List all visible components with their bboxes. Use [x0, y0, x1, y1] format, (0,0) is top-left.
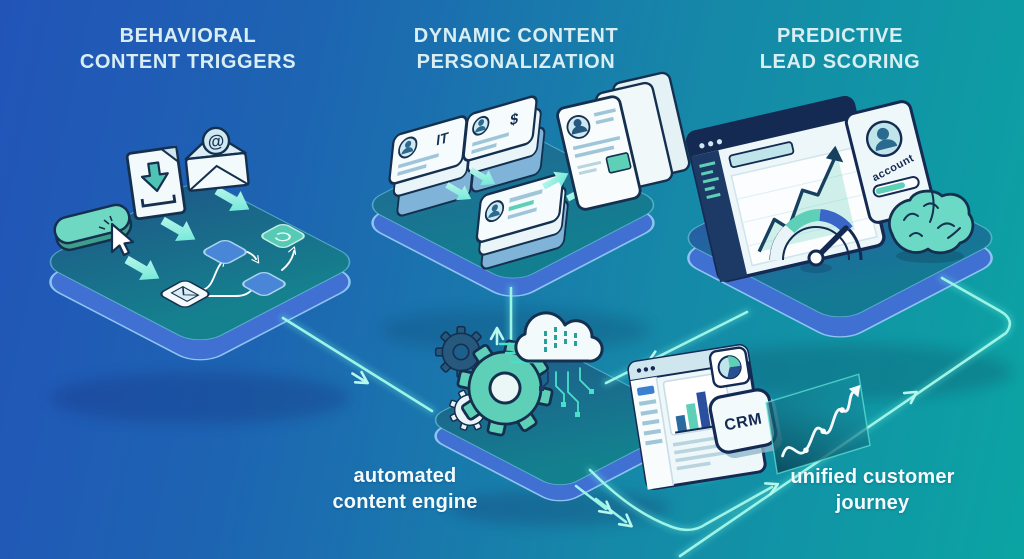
workflow-automation-icon — [261, 223, 305, 249]
link-journey-to-scoring — [678, 276, 1012, 558]
unified-journey-group: CRM — [627, 344, 871, 490]
title-dynamic-content-personalization: DYNAMIC CONTENT PERSONALIZATION — [366, 23, 666, 76]
lead-scoring-group: account — [685, 95, 975, 283]
at-symbol: @ — [207, 131, 225, 152]
profile-card-stack-icon: IT — [388, 115, 476, 217]
cursor-icon — [98, 215, 135, 257]
title-line: LEAD SCORING — [759, 51, 921, 74]
caption-line: automated — [353, 465, 457, 487]
content-cards-icon — [556, 71, 691, 211]
title-behavioral-content-triggers: BEHAVIORAL CONTENT TRIGGERS — [38, 23, 338, 76]
title-line: PERSONALIZATION — [416, 51, 616, 74]
gear-icon — [456, 339, 554, 437]
link-triggers-to-engine — [281, 316, 434, 413]
content-engine-group — [434, 311, 604, 437]
title-line: CONTENT TRIGGERS — [79, 51, 297, 74]
brain-icon — [888, 189, 975, 263]
caption-automated-content-engine: automated content engine — [300, 463, 510, 516]
workflow-node-icon — [242, 271, 286, 297]
workflow-node-icon — [203, 239, 247, 265]
link-engine-to-journey — [588, 468, 774, 532]
persona-card-icon — [475, 172, 569, 270]
cloud-icon — [514, 311, 604, 363]
caption-unified-customer-journey: unified customer journey — [765, 464, 980, 517]
caption-line: journey — [835, 492, 910, 515]
circuit-icon — [539, 367, 594, 417]
segment-sales-label: $ — [509, 110, 519, 130]
behavioral-triggers-group: @ — [53, 126, 305, 308]
title-line: PREDICTIVE — [776, 25, 904, 47]
workflow-envelope-icon — [160, 280, 210, 308]
gauge-icon — [769, 209, 863, 273]
segment-it-label: IT — [435, 130, 449, 150]
journey-chart-icon — [765, 373, 871, 475]
crm-label: CRM — [723, 411, 763, 435]
pie-chart-icon — [708, 346, 751, 389]
caption-line: unified customer — [790, 466, 955, 488]
title-line: BEHAVIORAL — [119, 25, 257, 47]
account-card-icon: account — [844, 100, 936, 224]
open-email-icon: @ — [184, 126, 250, 192]
workflow-icon — [160, 223, 305, 308]
personalization-group: IT $ — [388, 71, 691, 270]
link-crm-down-1 — [574, 484, 608, 511]
title-line: DYNAMIC CONTENT — [413, 25, 619, 47]
click-button-icon — [53, 203, 133, 252]
title-predictive-lead-scoring: PREDICTIVE LEAD SCORING — [700, 23, 980, 76]
caption-line: content engine — [332, 491, 478, 514]
download-file-icon — [125, 145, 187, 221]
